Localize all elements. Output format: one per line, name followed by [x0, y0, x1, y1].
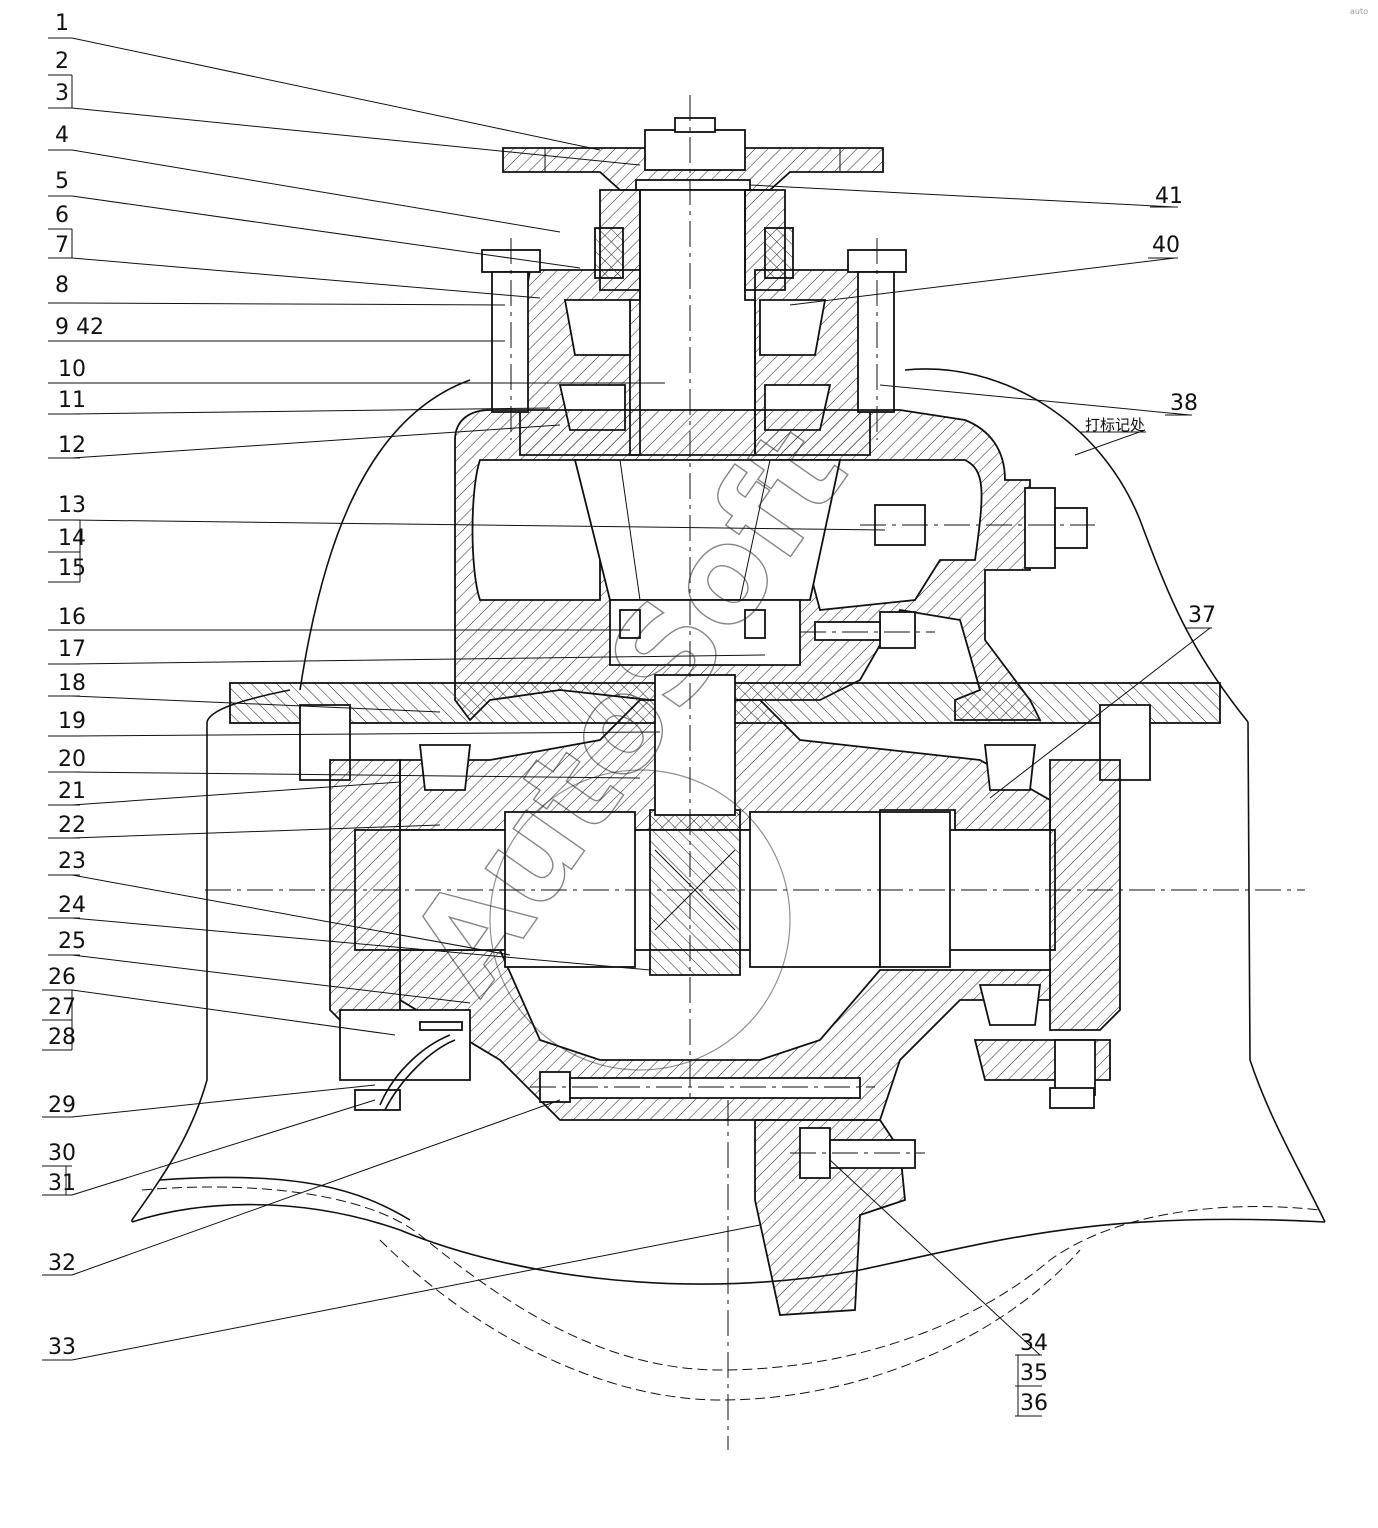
through-bolt: [530, 1071, 875, 1103]
corner-mark: auto: [1350, 7, 1368, 16]
marking-location-note: 打标记处: [1085, 416, 1145, 434]
callout-31: 31: [48, 1171, 76, 1196]
callout-33: 33: [48, 1335, 76, 1360]
callout-18: 18: [58, 671, 86, 696]
callouts-bottom: 34 35 36: [1015, 1331, 1048, 1417]
callout-20: 20: [58, 747, 86, 772]
callouts-left: 1 2 3 4 5 6 7 8 9 42 10 11 12 13 14 15 1…: [42, 11, 104, 1361]
callout-7: 7: [55, 233, 69, 258]
side-bolts: [800, 487, 1095, 649]
callout-19: 19: [58, 709, 86, 734]
callout-36: 36: [1020, 1391, 1048, 1416]
callout-2: 2: [55, 49, 69, 74]
callout-32: 32: [48, 1251, 76, 1276]
callout-1: 1: [55, 11, 69, 36]
callout-26: 26: [48, 965, 76, 990]
callout-8: 8: [55, 273, 69, 298]
callout-6: 6: [55, 203, 69, 228]
callout-13: 13: [58, 493, 86, 518]
callout-15: 15: [58, 556, 86, 581]
drive-pinion-gear: [573, 459, 842, 666]
callout-35: 35: [1020, 1361, 1048, 1386]
callout-29: 29: [48, 1093, 76, 1118]
lower-bracket: [754, 1119, 925, 1316]
callout-30: 30: [48, 1141, 76, 1166]
callout-23: 23: [58, 849, 86, 874]
leader-lines-right: [749, 184, 1211, 1356]
callout-16: 16: [58, 605, 86, 630]
center-lines: [205, 95, 1305, 1450]
callouts-right: 41 40 38 37 打标记处: [1080, 184, 1216, 629]
leader-lines: [71, 37, 886, 1361]
callout-21: 21: [58, 779, 86, 804]
callout-11: 11: [58, 388, 86, 413]
callout-34: 34: [1020, 1331, 1048, 1356]
callout-37: 37: [1188, 603, 1216, 628]
axle-housing-outline: [131, 368, 1326, 1401]
callout-27: 27: [48, 995, 76, 1020]
callout-5: 5: [55, 169, 69, 194]
callout-14: 14: [58, 526, 86, 551]
callout-28: 28: [48, 1025, 76, 1050]
callout-38: 38: [1170, 391, 1198, 416]
callout-24: 24: [58, 893, 86, 918]
callout-41: 41: [1155, 184, 1183, 209]
callout-9-42: 9 42: [55, 315, 104, 340]
callout-4: 4: [55, 123, 69, 148]
callout-40: 40: [1152, 233, 1180, 258]
callout-12: 12: [58, 433, 86, 458]
input-flange: [502, 117, 884, 191]
callout-25: 25: [58, 929, 86, 954]
drain-plug: [379, 1021, 463, 1111]
callout-10: 10: [58, 357, 86, 382]
callout-3: 3: [55, 81, 69, 106]
callout-17: 17: [58, 637, 86, 662]
callout-22: 22: [58, 813, 86, 838]
